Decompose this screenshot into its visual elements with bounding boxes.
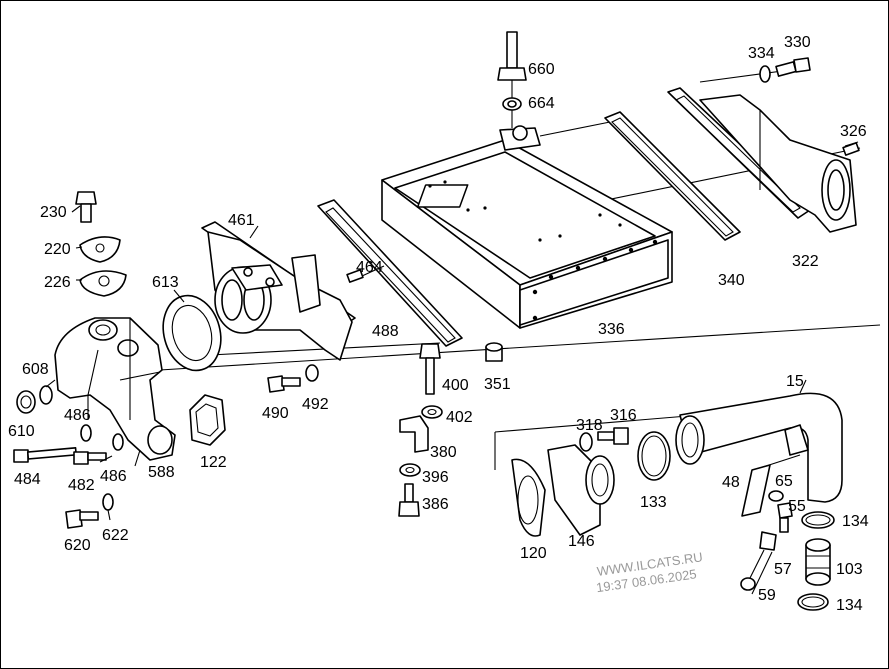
callout-461: 461 <box>228 212 255 229</box>
part-610-plug <box>16 390 36 414</box>
part-103-sleeve <box>805 538 831 586</box>
callout-622: 622 <box>102 527 129 544</box>
part-326-stud <box>842 142 860 156</box>
callout-490: 490 <box>262 405 289 422</box>
part-122-gasket <box>189 394 226 446</box>
callout-330: 330 <box>784 34 811 51</box>
part-134-ring-lower <box>797 593 829 611</box>
callout-588: 588 <box>148 464 175 481</box>
callout-48: 48 <box>722 474 740 491</box>
part-57-bolt <box>743 531 777 595</box>
part-588-elbow <box>54 317 176 461</box>
part-340-gasket <box>604 111 741 241</box>
part-55-bolt <box>777 502 793 533</box>
part-336-heat-exchanger <box>381 125 673 329</box>
part-613-gasket <box>162 294 222 372</box>
part-486-washer-a <box>80 424 92 442</box>
part-484-bolt <box>13 447 77 463</box>
callout-59: 59 <box>758 587 776 604</box>
part-65-washer <box>768 490 784 502</box>
part-59-washer <box>740 577 756 591</box>
part-464-stud <box>346 269 364 283</box>
callout-55: 55 <box>788 498 806 515</box>
callout-464: 464 <box>356 259 383 276</box>
part-133-ring <box>637 431 671 481</box>
part-120-gasket <box>511 458 546 537</box>
part-330-bolt <box>775 57 811 77</box>
callout-326: 326 <box>840 123 867 140</box>
callout-400: 400 <box>442 377 469 394</box>
part-402-washer <box>421 405 443 419</box>
callout-318: 318 <box>576 417 603 434</box>
callout-134-b: 134 <box>836 597 863 614</box>
part-622-washer <box>102 493 114 511</box>
callout-340: 340 <box>718 272 745 289</box>
part-461-inlet-housing <box>201 221 356 361</box>
part-230-bolt <box>75 191 97 223</box>
callout-134-a: 134 <box>842 513 869 530</box>
callout-122: 122 <box>200 454 227 471</box>
part-664-washer <box>502 97 522 111</box>
part-386-bolt <box>398 483 420 517</box>
callout-402: 402 <box>446 409 473 426</box>
callout-65: 65 <box>775 473 793 490</box>
part-608-washer <box>39 385 53 405</box>
callout-486-a: 486 <box>64 407 91 424</box>
part-146-flange <box>547 444 615 536</box>
callout-610: 610 <box>8 423 35 440</box>
part-482-bolt <box>73 451 107 465</box>
callout-133: 133 <box>640 494 667 511</box>
part-490-bolt <box>267 375 301 393</box>
callout-334: 334 <box>748 45 775 62</box>
callout-608: 608 <box>22 361 49 378</box>
callout-146: 146 <box>568 533 595 550</box>
part-316-bolt <box>597 427 629 445</box>
watermark: WWW.ILCATS.RU 19:37 08.06.2025 <box>595 549 703 595</box>
part-486-washer-b <box>112 433 124 451</box>
callout-613: 613 <box>152 274 179 291</box>
callout-620: 620 <box>64 537 91 554</box>
callout-103: 103 <box>836 561 863 578</box>
callout-15: 15 <box>786 373 804 390</box>
callout-316: 316 <box>610 407 637 424</box>
callout-386: 386 <box>422 496 449 513</box>
callout-220: 220 <box>44 241 71 258</box>
part-226-gasket <box>79 270 127 297</box>
part-492-washer <box>305 364 319 382</box>
callout-226: 226 <box>44 274 71 291</box>
callout-380: 380 <box>430 444 457 461</box>
callout-396: 396 <box>422 469 449 486</box>
callout-664: 664 <box>528 95 555 112</box>
part-380-bracket <box>399 415 429 453</box>
part-400-bolt <box>419 343 441 395</box>
callout-351: 351 <box>484 376 511 393</box>
leader-lines <box>45 141 859 521</box>
callout-230: 230 <box>40 204 67 221</box>
callout-57: 57 <box>774 561 792 578</box>
part-134-ring-upper <box>801 511 835 529</box>
callout-120: 120 <box>520 545 547 562</box>
part-334-washer <box>759 65 771 83</box>
callout-482: 482 <box>68 477 95 494</box>
part-488-gasket <box>317 199 463 347</box>
part-15-pipe-bend <box>675 392 843 503</box>
callout-labels: 660 664 334 330 326 230 220 226 461 613 … <box>8 34 869 614</box>
part-318-washer <box>579 432 593 452</box>
callout-660: 660 <box>528 61 555 78</box>
part-220-cover <box>79 236 121 263</box>
callout-486-b: 486 <box>100 468 127 485</box>
part-660-stud <box>497 31 527 128</box>
callout-492: 492 <box>302 396 329 413</box>
callout-488: 488 <box>372 323 399 340</box>
callout-336: 336 <box>598 321 625 338</box>
part-351-plug <box>485 342 503 362</box>
part-620-bolt <box>65 509 99 529</box>
part-396-washer <box>399 463 421 477</box>
part-322-manifold <box>667 87 857 233</box>
callout-484: 484 <box>14 471 41 488</box>
callout-322: 322 <box>792 253 819 270</box>
part-48-clamp <box>741 464 771 517</box>
